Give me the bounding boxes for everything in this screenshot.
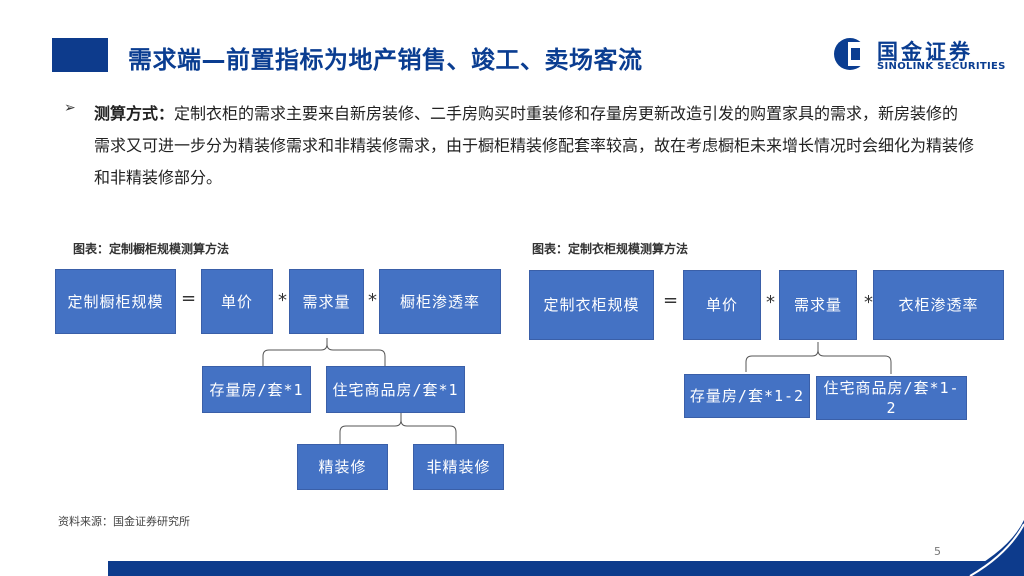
method-text: 定制衣柜的需求主要来自新房装修、二手房购买时重装修和存量房更新改造引发的购置家具… bbox=[94, 104, 975, 187]
multiply-sign: * bbox=[278, 290, 287, 311]
new-housing-box: 住宅商品房/套*1-2 bbox=[816, 376, 967, 420]
unit-price-box: 单价 bbox=[683, 270, 761, 340]
method-paragraph: 测算方式：定制衣柜的需求主要来自新房装修、二手房购买时重装修和存量房更新改造引发… bbox=[94, 98, 974, 194]
footer-swoosh-icon bbox=[960, 520, 1024, 576]
equals-sign: = bbox=[181, 288, 197, 309]
footer-bar bbox=[108, 561, 1024, 576]
multiply-sign: * bbox=[766, 292, 775, 313]
sinolink-logo-icon bbox=[834, 38, 868, 70]
new-housing-box: 住宅商品房/套*1 bbox=[326, 366, 465, 413]
equals-sign: = bbox=[663, 290, 679, 311]
logo-text-en: SINOLINK SECURITIES bbox=[877, 61, 1006, 72]
non-fine-decoration-box: 非精装修 bbox=[413, 444, 504, 490]
stock-housing-box: 存量房/套*1 bbox=[202, 366, 311, 413]
unit-price-box: 单价 bbox=[201, 269, 273, 334]
bullet-arrow-icon: ➢ bbox=[64, 100, 76, 116]
cabinet-scale-box: 定制橱柜规模 bbox=[55, 269, 176, 334]
wardrobe-penetration-box: 衣柜渗透率 bbox=[873, 270, 1004, 340]
source-note: 资料来源：国金证券研究所 bbox=[58, 515, 190, 528]
cabinet-penetration-box: 橱柜渗透率 bbox=[379, 269, 501, 334]
right-diagram-caption: 图表：定制衣柜规模测算方法 bbox=[532, 242, 689, 256]
logo-text-cn: 国金证券 bbox=[877, 40, 973, 64]
page-title: 需求端—前置指标为地产销售、竣工、卖场客流 bbox=[128, 46, 643, 74]
method-label: 测算方式： bbox=[94, 104, 175, 123]
multiply-sign: * bbox=[368, 290, 377, 311]
multiply-sign: * bbox=[864, 292, 873, 313]
fine-decoration-box: 精装修 bbox=[297, 444, 388, 490]
demand-box: 需求量 bbox=[289, 269, 364, 334]
page-number: 5 bbox=[934, 545, 941, 558]
demand-box: 需求量 bbox=[779, 270, 857, 340]
left-diagram-caption: 图表：定制橱柜规模测算方法 bbox=[73, 242, 230, 256]
title-accent-bar bbox=[52, 38, 108, 72]
wardrobe-scale-box: 定制衣柜规模 bbox=[529, 270, 654, 340]
stock-housing-box: 存量房/套*1-2 bbox=[684, 374, 810, 418]
